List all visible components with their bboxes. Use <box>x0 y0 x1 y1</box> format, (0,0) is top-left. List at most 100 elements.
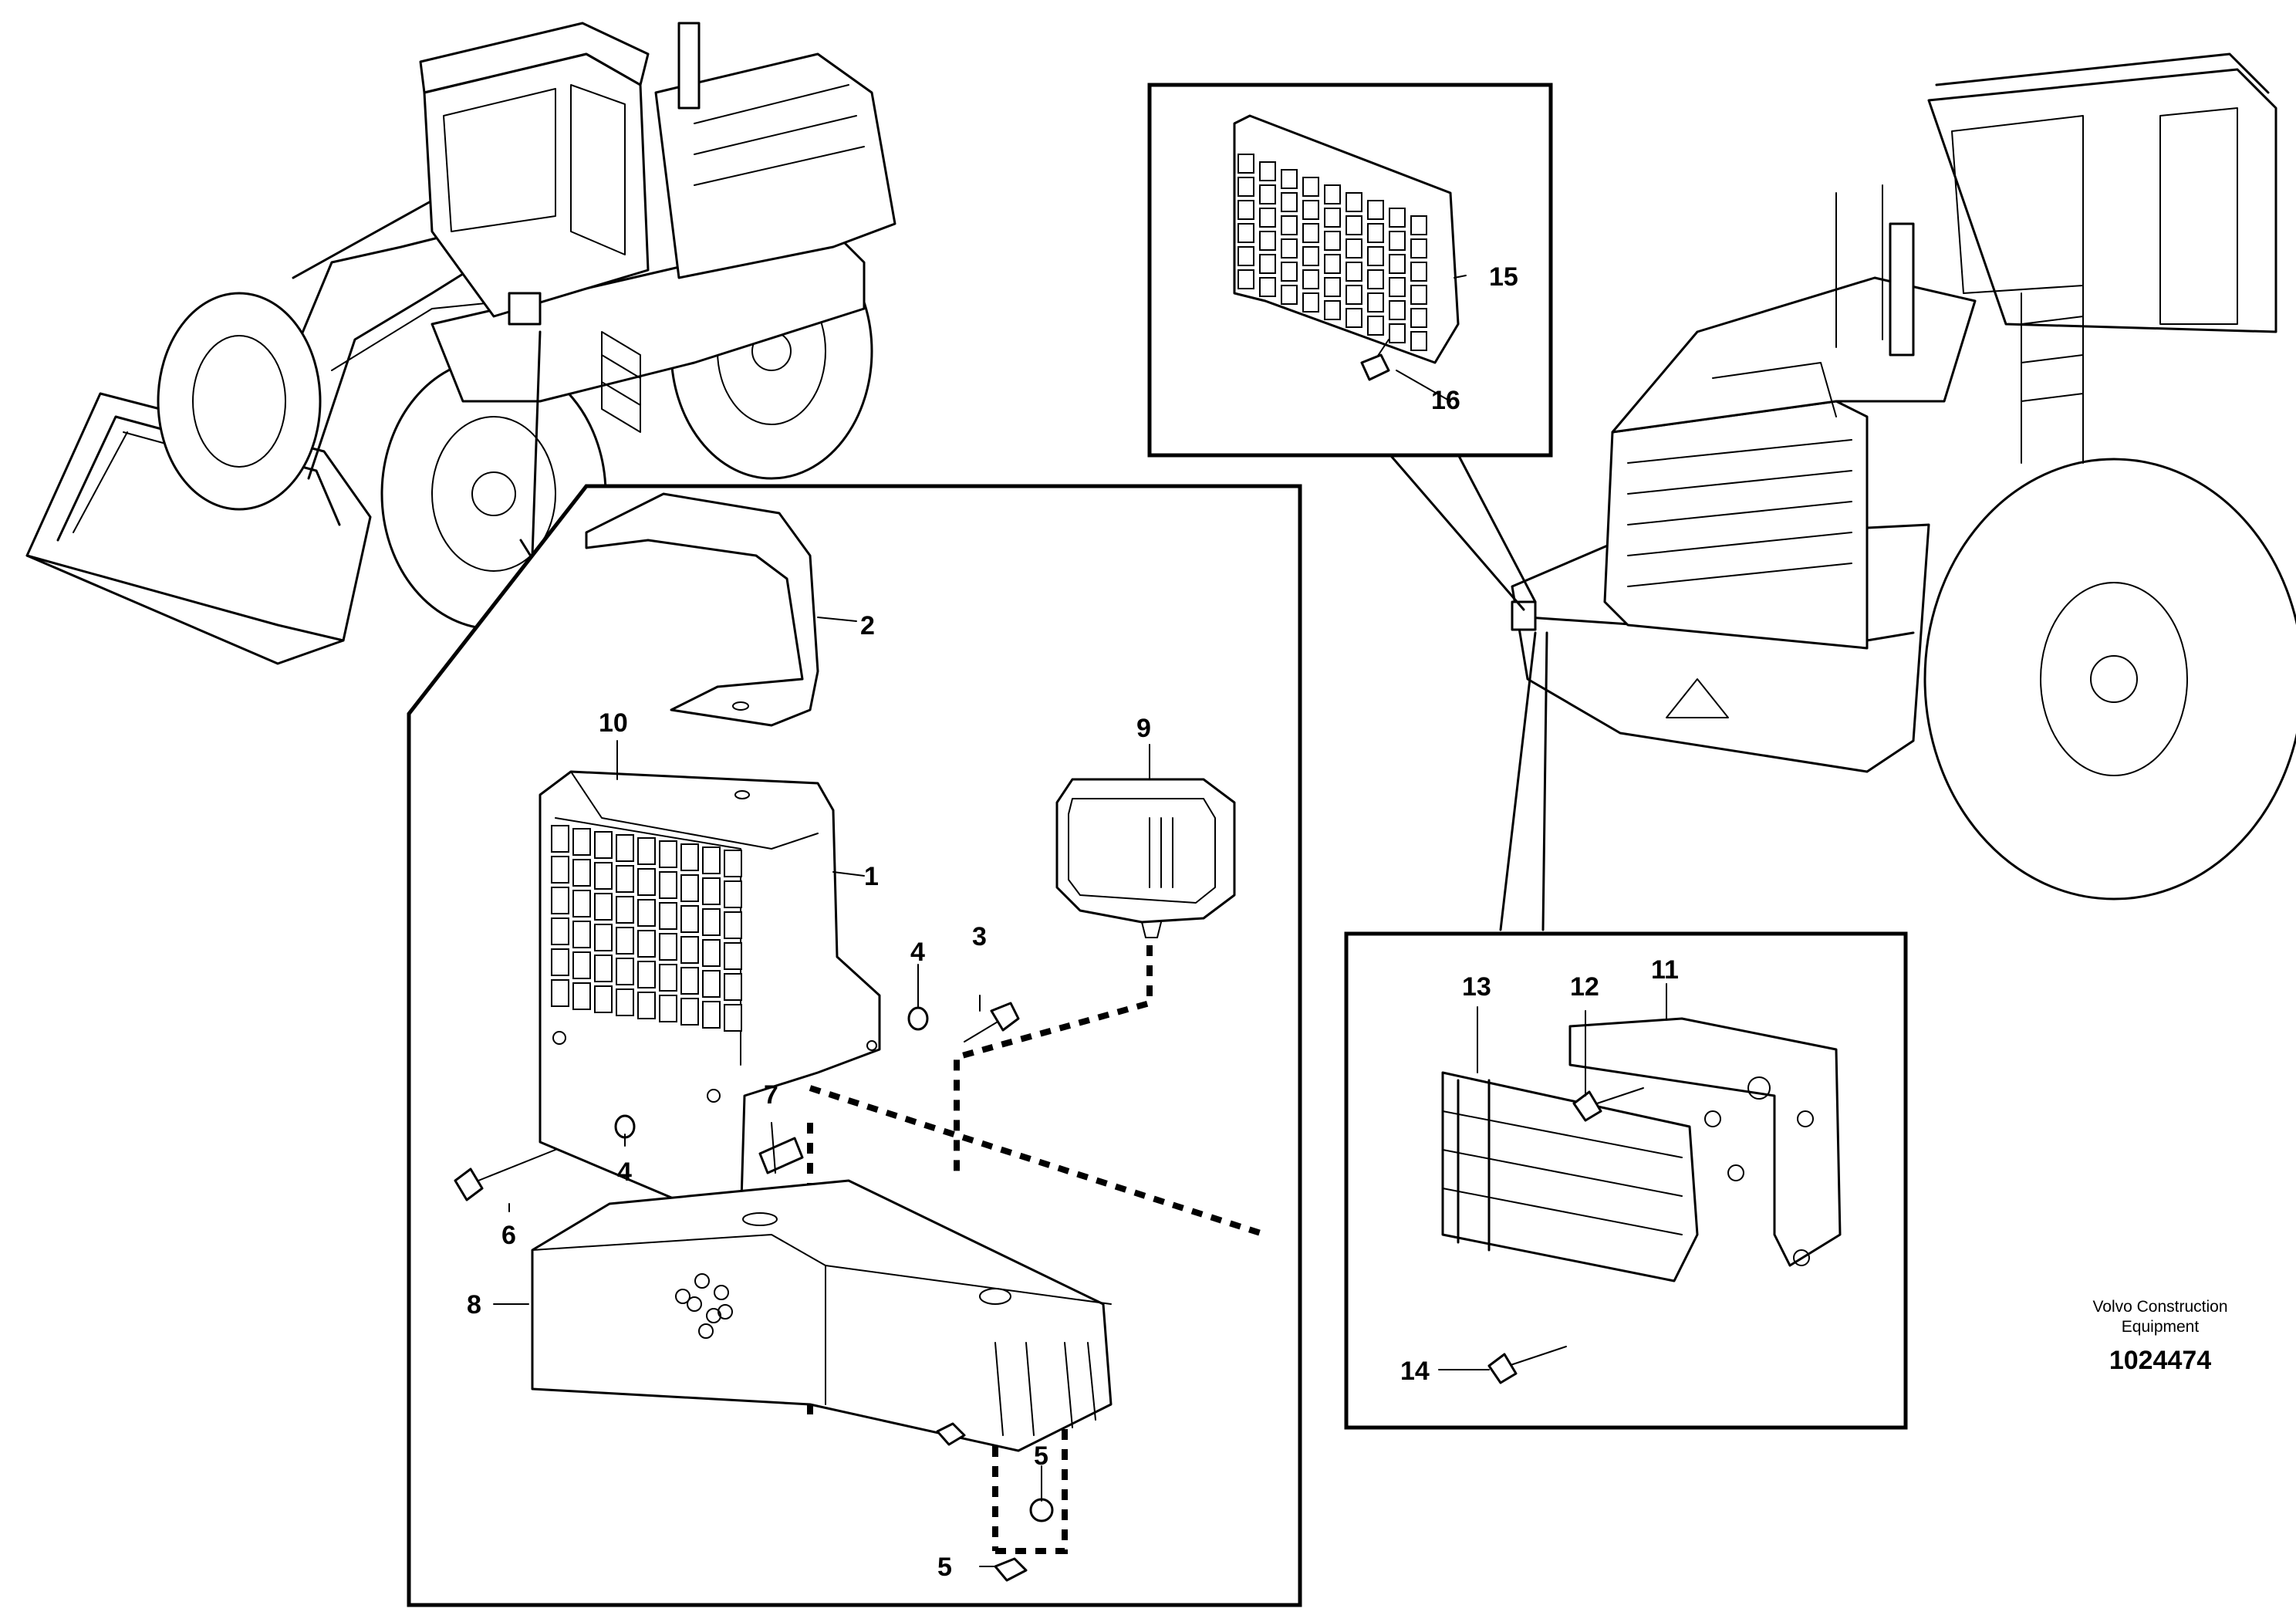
grid-cell <box>1302 177 1319 197</box>
brand-line-1: Volvo Construction <box>2092 1298 2227 1316</box>
grid-cell <box>724 1004 742 1032</box>
part-5-nut <box>936 1422 966 1446</box>
grid-cell <box>1324 300 1341 320</box>
grid-cell <box>616 927 634 955</box>
grid-cell <box>616 865 634 893</box>
callout-10: 10 <box>599 708 628 738</box>
leader-to-bracket <box>1499 631 1537 931</box>
grid-cell <box>702 908 721 936</box>
grid-cell <box>659 995 677 1022</box>
callout-9: 9 <box>1136 714 1151 743</box>
grid-cell <box>572 921 591 948</box>
grid-cell <box>551 825 569 853</box>
part-1-guard <box>539 770 881 1228</box>
grid-cell <box>1281 262 1298 282</box>
grid-cell <box>572 859 591 887</box>
grid-cell <box>1259 161 1276 181</box>
callout-4b: 4 <box>617 1157 632 1187</box>
guard-grid <box>551 825 742 1032</box>
grid-cell <box>1302 246 1319 266</box>
grid-cell <box>1346 192 1362 212</box>
callout-14: 14 <box>1400 1357 1430 1386</box>
grid-cell <box>1389 231 1406 251</box>
grid-cell <box>1281 169 1298 189</box>
grid-cell <box>1324 254 1341 274</box>
callout-7: 7 <box>764 1080 778 1110</box>
grid-cell <box>1302 269 1319 289</box>
grid-cell <box>659 840 677 868</box>
grid-cell <box>1281 285 1298 305</box>
leader-to-detail <box>531 330 542 557</box>
grid-cell <box>1281 215 1298 235</box>
part-9-work-lamp <box>1055 778 1236 938</box>
part-5-nut <box>994 1557 1028 1582</box>
callout-12: 12 <box>1570 972 1599 1002</box>
grid-cell <box>1389 208 1406 228</box>
part-12-bolt <box>1572 1087 1644 1122</box>
grid-cell <box>680 967 699 995</box>
grid-cell <box>1324 231 1341 251</box>
grid-cell <box>1281 238 1298 259</box>
grid-cell <box>1367 269 1384 289</box>
grid-cell <box>659 902 677 930</box>
grid-cell <box>1237 177 1254 197</box>
grid-cell <box>680 843 699 871</box>
leader-lines <box>493 275 1667 1567</box>
callout-6: 6 <box>501 1221 516 1250</box>
grid-cell <box>1324 277 1341 297</box>
grid-cell <box>616 834 634 862</box>
grid-cell <box>1281 192 1298 212</box>
grid-cell <box>616 988 634 1016</box>
grid-cell <box>1410 215 1427 235</box>
callout-11: 11 <box>1651 955 1679 985</box>
part-6-bolt <box>454 1149 556 1201</box>
part-2-cover-plate <box>585 492 819 727</box>
grid-cell <box>1324 184 1341 204</box>
part-5-washer <box>1029 1498 1054 1522</box>
grid-cell <box>551 856 569 884</box>
leader-to-bracket <box>1541 631 1548 931</box>
grid-cell <box>637 930 656 958</box>
grid-cell <box>551 887 569 914</box>
grid-cell <box>702 939 721 967</box>
grid-cell <box>1237 269 1254 289</box>
grid-cell <box>1367 200 1384 220</box>
callout-3: 3 <box>972 922 987 951</box>
callout-1: 1 <box>864 862 879 891</box>
grid-cell <box>1346 238 1362 259</box>
leader-to-guard <box>1449 438 1537 603</box>
grid-cell <box>616 896 634 924</box>
leader-to-guard <box>1376 438 1525 611</box>
grid-cell <box>659 871 677 899</box>
grid-cell <box>702 1001 721 1029</box>
grid-cell <box>680 905 699 933</box>
grid-cell <box>572 890 591 917</box>
grid-cell <box>1259 231 1276 251</box>
grid-cell <box>551 948 569 976</box>
grid-cell <box>551 979 569 1007</box>
grid-cell <box>594 831 613 859</box>
grid-cell <box>1389 277 1406 297</box>
part-13-grille-rails <box>1441 1071 1699 1282</box>
grid-cell <box>616 958 634 985</box>
callout-8: 8 <box>467 1290 481 1320</box>
grid-cell <box>1410 238 1427 259</box>
grid-cell <box>724 973 742 1001</box>
grid-cell <box>1367 223 1384 243</box>
grid-cell <box>1302 292 1319 313</box>
grid-cell <box>702 846 721 874</box>
grid-cell <box>724 942 742 970</box>
part-16-bolt <box>1360 339 1390 381</box>
grid-cell <box>1346 215 1362 235</box>
grid-cell <box>724 911 742 939</box>
grid-cell <box>572 982 591 1010</box>
grid-cell <box>1237 223 1254 243</box>
grid-cell <box>637 961 656 988</box>
grid-cell <box>1367 316 1384 336</box>
grid-cell <box>1324 208 1341 228</box>
document-number: 1024474 <box>2109 1346 2211 1375</box>
callout-2: 2 <box>860 611 875 640</box>
grid-cell <box>1389 254 1406 274</box>
grid-cell <box>702 877 721 905</box>
